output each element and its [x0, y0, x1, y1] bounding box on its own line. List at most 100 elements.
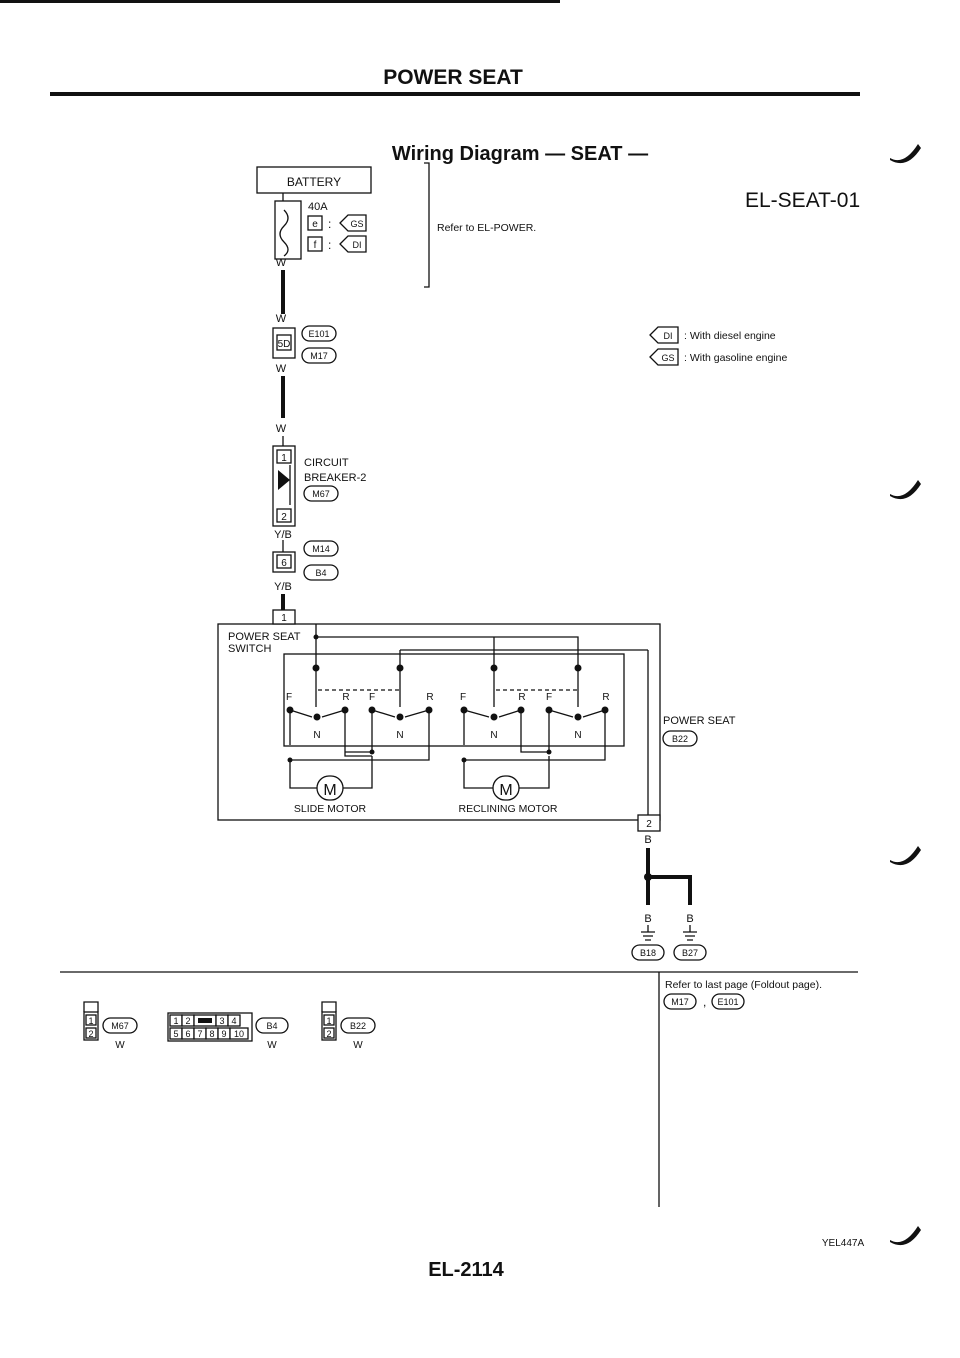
- fuse-e-box: [307, 215, 323, 231]
- comma: ,: [703, 995, 706, 1009]
- b22-code: B22: [672, 734, 688, 744]
- battery-label: BATTERY: [287, 175, 341, 189]
- legend-di-shape: [649, 326, 679, 344]
- reclining-motor-label: RECLINING MOTOR: [459, 803, 558, 815]
- b4-face-wire: W: [267, 1040, 277, 1051]
- figure-code: YEL447A: [822, 1238, 865, 1249]
- e101-badge-bottom: [711, 993, 745, 1010]
- m14-badge: [303, 540, 339, 557]
- switch-pin-1: 1: [281, 613, 287, 624]
- scan-edge: [0, 0, 560, 3]
- page-number: EL-2114: [428, 1259, 504, 1281]
- reclining-switch-group: F R F R N N: [460, 664, 610, 775]
- b22-face-wire: W: [353, 1040, 363, 1051]
- breaker-contact-icon: [278, 470, 290, 490]
- connector-face-b4: 1 2 3 4 5 6 7 8 9 10 B4 W: [167, 1012, 289, 1051]
- fuse-f-box: [307, 236, 323, 252]
- ground-pin-2: 2: [646, 819, 652, 830]
- ground-symbol-icon: [641, 925, 697, 941]
- fusible-link-icon: [279, 209, 289, 257]
- slide-f2: F: [369, 692, 375, 703]
- b4-badge: [303, 564, 339, 581]
- header-rule: [50, 92, 860, 96]
- section-title: POWER SEAT: [383, 66, 523, 89]
- m67-face-wire: W: [115, 1040, 125, 1051]
- m17-badge: [301, 347, 337, 364]
- b22-face-code: B22: [350, 1021, 366, 1031]
- wire-b-1: B: [644, 834, 651, 846]
- fuse-f-label: f: [314, 240, 317, 251]
- svg-text:3: 3: [219, 1016, 224, 1026]
- svg-text:8: 8: [209, 1029, 214, 1039]
- b4-code: B4: [315, 568, 326, 578]
- svg-text::: :: [328, 217, 331, 231]
- wire-b-3: B: [686, 913, 693, 925]
- diagram-code: EL-SEAT-01: [745, 189, 860, 212]
- slide-n1: N: [313, 730, 320, 741]
- recl-n2: N: [574, 730, 581, 741]
- b18-code: B18: [640, 948, 656, 958]
- m67-pin-1: 1: [88, 1016, 93, 1026]
- breaker-pin-1: 1: [281, 453, 287, 464]
- wire-yb-1: Y/B: [274, 529, 292, 541]
- check-mark-icon: [890, 144, 921, 164]
- e101-code: E101: [308, 329, 329, 339]
- m67-face-code: M67: [111, 1021, 129, 1031]
- m67-code: M67: [312, 489, 330, 499]
- e101-code-bottom: E101: [717, 997, 738, 1007]
- recl-n1: N: [490, 730, 497, 741]
- slide-switch-group: F R F R N N: [286, 664, 434, 775]
- m67-badge: [303, 485, 339, 502]
- refer-power-text: Refer to EL-POWER.: [437, 222, 536, 234]
- reclining-motor: [492, 775, 520, 801]
- check-mark-icon: [890, 1226, 921, 1246]
- m17-code: M17: [310, 351, 328, 361]
- pin-6: 6: [281, 558, 287, 569]
- svg-text:1: 1: [173, 1016, 178, 1026]
- switch-label-2: SWITCH: [228, 643, 271, 655]
- gs-code: GS: [350, 219, 363, 229]
- svg-text:10: 10: [234, 1029, 244, 1039]
- svg-text:4: 4: [231, 1016, 236, 1026]
- b27-badge: [673, 944, 707, 961]
- b27-code: B27: [682, 948, 698, 958]
- di-code-shape: [339, 235, 367, 253]
- recl-f2: F: [546, 692, 552, 703]
- slide-motor: [316, 775, 344, 801]
- svg-text::: :: [328, 238, 331, 252]
- slide-motor-label: SLIDE MOTOR: [294, 803, 367, 815]
- connector-face-b22: 1 2 B22 W: [321, 1001, 376, 1051]
- legend-di-text: : With diesel engine: [684, 330, 776, 342]
- recl-r1: R: [518, 692, 525, 703]
- slide-motor-m: M: [323, 782, 336, 799]
- m17-code-bottom: M17: [671, 997, 689, 1007]
- diagram-title: Wiring Diagram — SEAT —: [392, 143, 648, 165]
- wire-w-2: W: [276, 313, 287, 325]
- m67-pin-2: 2: [88, 1029, 93, 1039]
- slide-n2: N: [396, 730, 403, 741]
- fuse-rating: 40A: [308, 201, 328, 213]
- b18-badge: [631, 944, 665, 961]
- di-code: DI: [353, 240, 362, 250]
- breaker-label-2: BREAKER-2: [304, 472, 366, 484]
- reclining-motor-m: M: [499, 782, 512, 799]
- slide-r1: R: [342, 692, 349, 703]
- b22-pin-1: 1: [326, 1016, 331, 1026]
- legend-gs-code: GS: [661, 353, 674, 363]
- fuse-e-label: e: [312, 219, 318, 230]
- wire-yb-2: Y/B: [274, 581, 292, 593]
- foldout-refer-text: Refer to last page (Foldout page).: [665, 979, 822, 991]
- check-mark-icon: [890, 480, 921, 500]
- connector-face-m67: 1 2 M67 W: [83, 1001, 138, 1051]
- wire-w-3: W: [276, 363, 287, 375]
- svg-text:9: 9: [221, 1029, 226, 1039]
- slide-f1: F: [286, 692, 292, 703]
- wire-w-4: W: [276, 423, 287, 435]
- b4-face-code: B4: [266, 1021, 277, 1031]
- wire-b-2: B: [644, 913, 651, 925]
- b22-badge: [662, 730, 698, 747]
- svg-text:2: 2: [185, 1016, 190, 1026]
- gs-code-shape: [339, 214, 367, 232]
- breaker-pin-2: 2: [281, 512, 287, 523]
